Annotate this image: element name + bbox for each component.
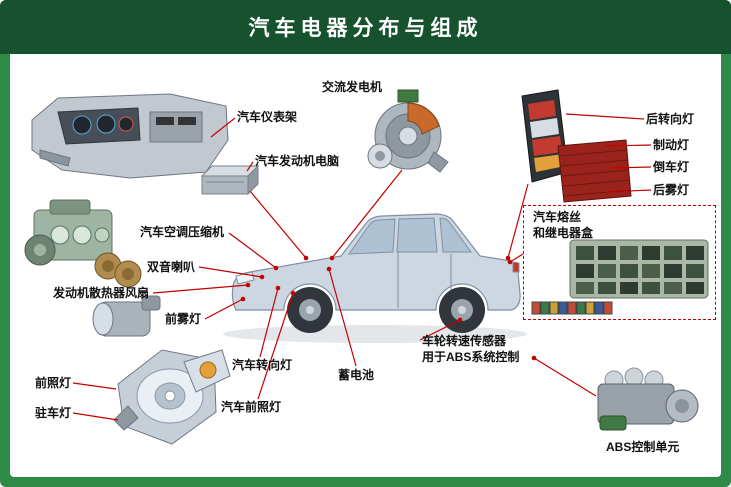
diagram-area: 交流发电机 汽车仪表架 汽车发动机电脑 汽车空调压缩机 双音喇叭 发动机散热器风… <box>10 54 721 477</box>
leader-lines <box>72 113 652 421</box>
label-parking-lamp: 驻车灯 <box>35 406 72 420</box>
label-turn-signal-lamp: 汽车转向灯 <box>232 358 293 372</box>
turn-signal-illustration <box>183 349 231 393</box>
label-fuse-relay-box-line1: 汽车熔丝 <box>533 210 582 224</box>
connection-dots <box>240 255 537 361</box>
headlamp-illustration <box>113 349 217 445</box>
abs-unit-illustration <box>597 367 699 431</box>
page-title: 汽车电器分布与组成 <box>248 17 483 40</box>
fuse-relay-box-outline <box>523 205 716 320</box>
label-alternator: 交流发电机 <box>322 80 383 94</box>
label-front-fog-lamp: 前雾灯 <box>165 312 202 326</box>
label-engine-computer: 汽车发动机电脑 <box>255 154 340 168</box>
diagram-art <box>24 89 709 445</box>
label-wheel-speed-sensor-line1: 车轮转速传感器 <box>422 334 507 348</box>
label-radiator-fan: 发动机散热器风扇 <box>53 286 150 300</box>
label-instrument-panel: 汽车仪表架 <box>237 110 298 124</box>
label-rear-turn-signal: 后转向灯 <box>646 112 695 126</box>
label-front-headlamp: 汽车前照灯 <box>221 400 282 414</box>
title-bar: 汽车电器分布与组成 <box>0 0 731 54</box>
tail-lamp-illustration <box>521 89 632 203</box>
car-illustration <box>231 213 521 333</box>
fog-lamp-illustration <box>92 295 161 337</box>
label-headlamp: 前照灯 <box>35 376 72 390</box>
horn-illustration <box>94 252 142 288</box>
label-wheel-speed-sensor-line2: 用于ABS系统控制 <box>422 350 520 364</box>
fuse-relay-box-illustration <box>531 239 709 315</box>
label-ac-compressor: 汽车空调压缩机 <box>140 225 225 239</box>
label-abs-control-unit: ABS控制单元 <box>606 440 680 454</box>
label-dual-horn: 双音喇叭 <box>147 260 196 274</box>
label-reverse-lamp: 倒车灯 <box>653 160 690 174</box>
dashboard-illustration <box>31 93 229 179</box>
label-fuse-relay-box-line2: 和继电器盒 <box>533 226 594 240</box>
ac-compressor-illustration <box>24 199 113 266</box>
label-battery: 蓄电池 <box>338 368 375 382</box>
label-brake-lamp: 制动灯 <box>653 138 690 152</box>
engine-computer-illustration <box>200 164 260 196</box>
alternator-illustration <box>367 89 449 173</box>
fuse-strip <box>531 301 613 315</box>
label-rear-fog-lamp: 后雾灯 <box>653 183 690 197</box>
